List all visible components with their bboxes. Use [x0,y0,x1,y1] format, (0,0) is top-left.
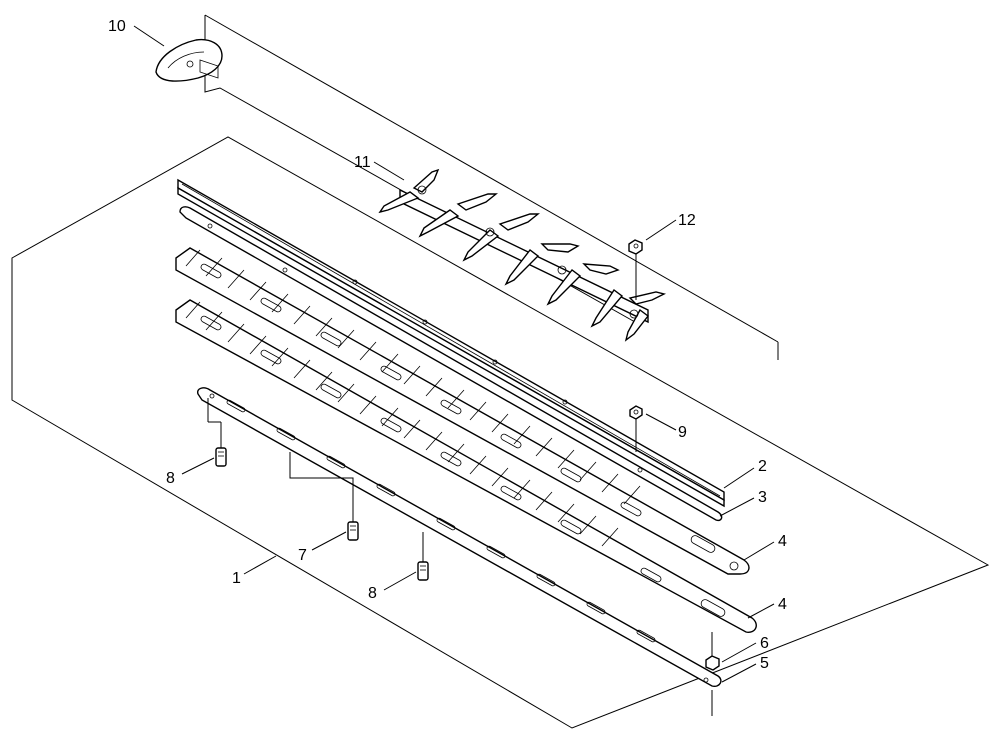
blade-guard-part-10 [155,38,223,82]
callout-3: 3 [758,489,767,506]
bolt-part-8-left [215,447,227,467]
callout-4-lower: 4 [778,596,787,613]
nut-part-9 [629,405,643,420]
callout-11: 11 [354,154,371,171]
nut-part-6 [705,655,720,671]
callout-8-left: 8 [166,470,175,487]
lower-cutter-blade-part-4 [175,299,757,633]
leader-lines [133,25,775,683]
assembly-outline [11,136,990,729]
blade-holder-part-11 [378,168,667,342]
plate-part-3 [179,206,723,522]
bottom-plate-part-5 [197,387,722,688]
nut-part-12 [628,239,643,255]
callout-6: 6 [760,635,769,652]
callout-9: 9 [678,424,687,441]
callout-4-upper: 4 [778,533,787,550]
rail-part-2 [177,178,725,508]
upper-cutter-blade-part-4 [175,247,750,575]
callout-1: 1 [232,570,241,587]
callout-5: 5 [760,655,769,672]
bolt-part-7 [347,521,359,541]
callout-7: 7 [298,547,307,564]
callout-10: 10 [108,18,126,35]
upper-group-edge [204,14,779,343]
callout-8-right: 8 [368,585,377,602]
bolt-part-8-right [417,561,429,581]
callout-2: 2 [758,458,767,475]
callout-12: 12 [678,212,696,229]
bolt-axis-7 [289,452,354,522]
